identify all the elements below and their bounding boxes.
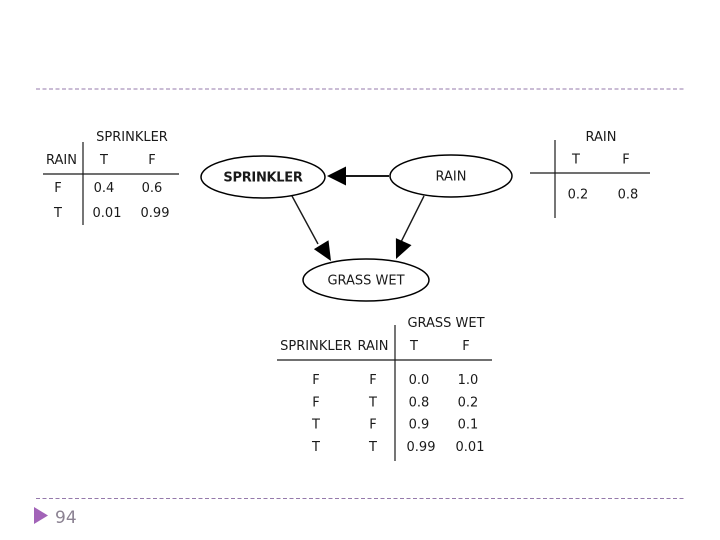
sprinkler-cpt-col-header: F (148, 153, 155, 168)
node-grass-wet (302, 258, 430, 302)
sprinkler-cpt-title: SPRINKLER (96, 130, 168, 145)
cpt-cell: 1.0 (458, 373, 479, 388)
edge-rain-to-grasswet (400, 195, 425, 243)
node-rain (389, 154, 513, 198)
rain-cpt-title: RAIN (586, 130, 617, 145)
cpt-cell: 0.99 (407, 440, 436, 455)
cpt-cell: T (53, 206, 62, 221)
rain-cpt-col-header: T (571, 153, 580, 168)
cpt-cell: F (369, 418, 376, 433)
sprinkler-cpt-row-header: RAIN (46, 153, 77, 168)
arrowhead-rain-to-grasswet (395, 238, 412, 259)
cpt-cell: 0.6 (142, 181, 163, 196)
cpt-cell: T (311, 418, 320, 433)
cpt-cell: 0.01 (93, 206, 122, 221)
arrowhead-rain-to-sprinkler (327, 166, 346, 186)
cpt-cell: 0.2 (458, 396, 479, 411)
cpt-cell: T (368, 440, 377, 455)
cpt-cell: T (368, 396, 377, 411)
cpt-cell: F (312, 396, 319, 411)
cpt-cell: F (369, 373, 376, 388)
node-grass-wet-label: GRASS WET (327, 274, 404, 289)
grasswet-cpt-col-header: T (409, 339, 418, 354)
cpt-cell: 0.01 (456, 440, 485, 455)
arrowhead-sprinkler-to-grasswet (313, 240, 331, 261)
grasswet-cpt-col-header: RAIN (358, 339, 389, 354)
grasswet-cpt-title: GRASS WET (407, 316, 484, 331)
cpt-cell: 0.8 (618, 188, 639, 203)
grasswet-cpt-col-header: SPRINKLER (280, 339, 352, 354)
grasswet-cpt-col-header: F (462, 339, 469, 354)
cpt-cell: 0.9 (409, 418, 430, 433)
cpt-cell: 0.4 (94, 181, 115, 196)
node-sprinkler (200, 155, 326, 199)
page-number: 94 (55, 508, 77, 528)
cpt-cell: 0.8 (409, 396, 430, 411)
cpt-cell: 0.2 (568, 188, 589, 203)
cpt-cell: 0.0 (409, 373, 430, 388)
cpt-cell: T (311, 440, 320, 455)
node-sprinkler-label: SPRINKLER (223, 171, 302, 186)
sprinkler-cpt-col-header: T (99, 153, 108, 168)
node-rain-label: RAIN (436, 170, 467, 185)
cpt-cell: 0.99 (141, 206, 170, 221)
cpt-cell: F (312, 373, 319, 388)
edge-sprinkler-to-grasswet (291, 195, 319, 245)
cpt-cell: F (54, 181, 61, 196)
cpt-cell: 0.1 (458, 418, 479, 433)
slide-bullet-arrow-icon (34, 507, 48, 524)
rain-cpt-col-header: F (622, 153, 629, 168)
